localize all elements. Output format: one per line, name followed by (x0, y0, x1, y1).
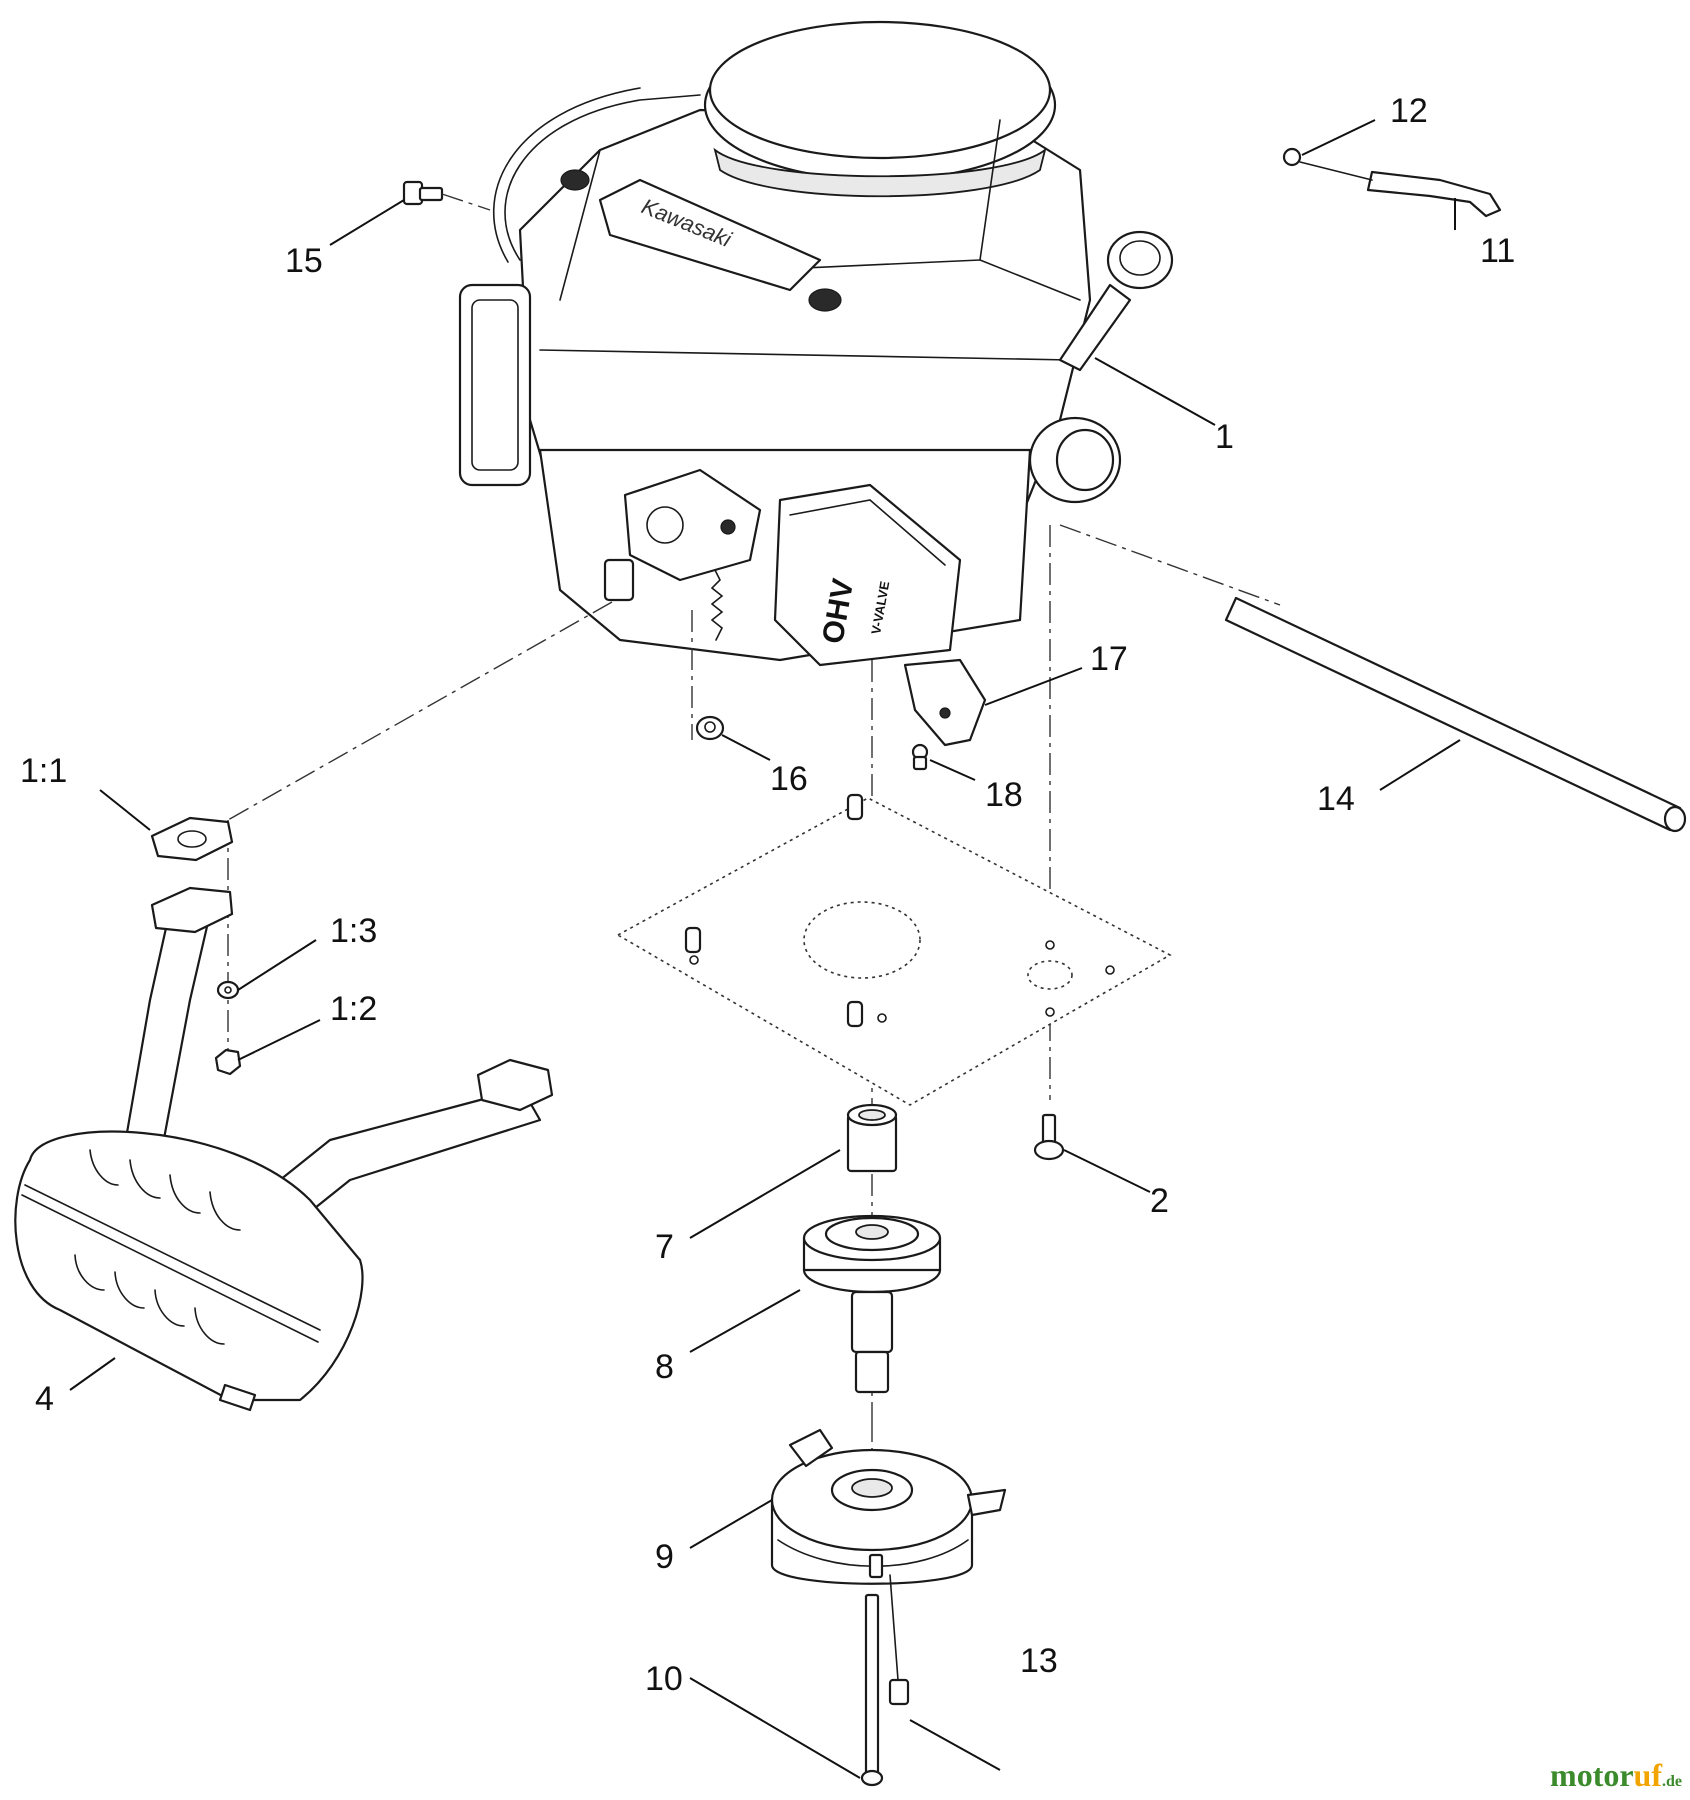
watermark-part-c: .de (1662, 1773, 1682, 1790)
watermark-part-a: motor (1550, 1757, 1634, 1793)
callout-7: 7 (655, 1228, 674, 1266)
rod-part-14 (1224, 596, 1687, 833)
callout-15: 15 (285, 242, 323, 280)
bolt-part-10 (860, 1593, 884, 1787)
callout-9: 9 (655, 1538, 674, 1576)
callout-2: 2 (1150, 1182, 1169, 1220)
callout-18: 18 (985, 776, 1023, 814)
watermark-part-b: uf (1633, 1757, 1662, 1793)
mount-plate (616, 793, 1172, 1106)
callout-12: 12 (1390, 92, 1428, 130)
bolt-part-18 (911, 743, 929, 771)
clip-part-13 (888, 1574, 910, 1706)
clamp-part-12 (1282, 147, 1373, 181)
spacer-part-7 (846, 1103, 898, 1173)
callout-16: 16 (770, 760, 808, 798)
gasket-part-1-1 (150, 816, 234, 862)
leader-lines (69, 119, 1461, 1779)
callout-10: 10 (645, 1660, 683, 1698)
callout-1-3: 1:3 (330, 912, 377, 950)
callout-1-1: 1:1 (20, 752, 67, 790)
nut-part-16 (695, 715, 725, 741)
nut-part-1-2 (214, 1048, 242, 1076)
hose-part-11 (1366, 170, 1502, 218)
callout-14: 14 (1317, 780, 1355, 818)
pulley-part-8 (802, 1214, 942, 1394)
bolt-part-15 (402, 180, 491, 211)
engine-assembly: Kawasaki OHV V-VALVE (458, 20, 1174, 667)
callout-13: 13 (1020, 1642, 1058, 1680)
callout-1: 1 (1215, 418, 1234, 456)
callout-4: 4 (35, 1380, 54, 1418)
callout-11: 11 (1480, 232, 1515, 270)
callout-17: 17 (1090, 640, 1128, 678)
callout-8: 8 (655, 1348, 674, 1386)
callout-1-2: 1:2 (330, 990, 377, 1028)
muffler-part-4 (14, 886, 554, 1412)
washer-part-1-3 (216, 980, 240, 1000)
watermark-logo: motoruf.de (1550, 1757, 1682, 1794)
callout-labels: 1 1:1 1:2 1:3 2 4 7 8 9 10 11 12 13 14 1… (20, 92, 1515, 1698)
bolt-part-2 (1033, 1113, 1065, 1161)
bracket-part-17 (903, 658, 987, 747)
clutch-part-9 (770, 1428, 1007, 1585)
